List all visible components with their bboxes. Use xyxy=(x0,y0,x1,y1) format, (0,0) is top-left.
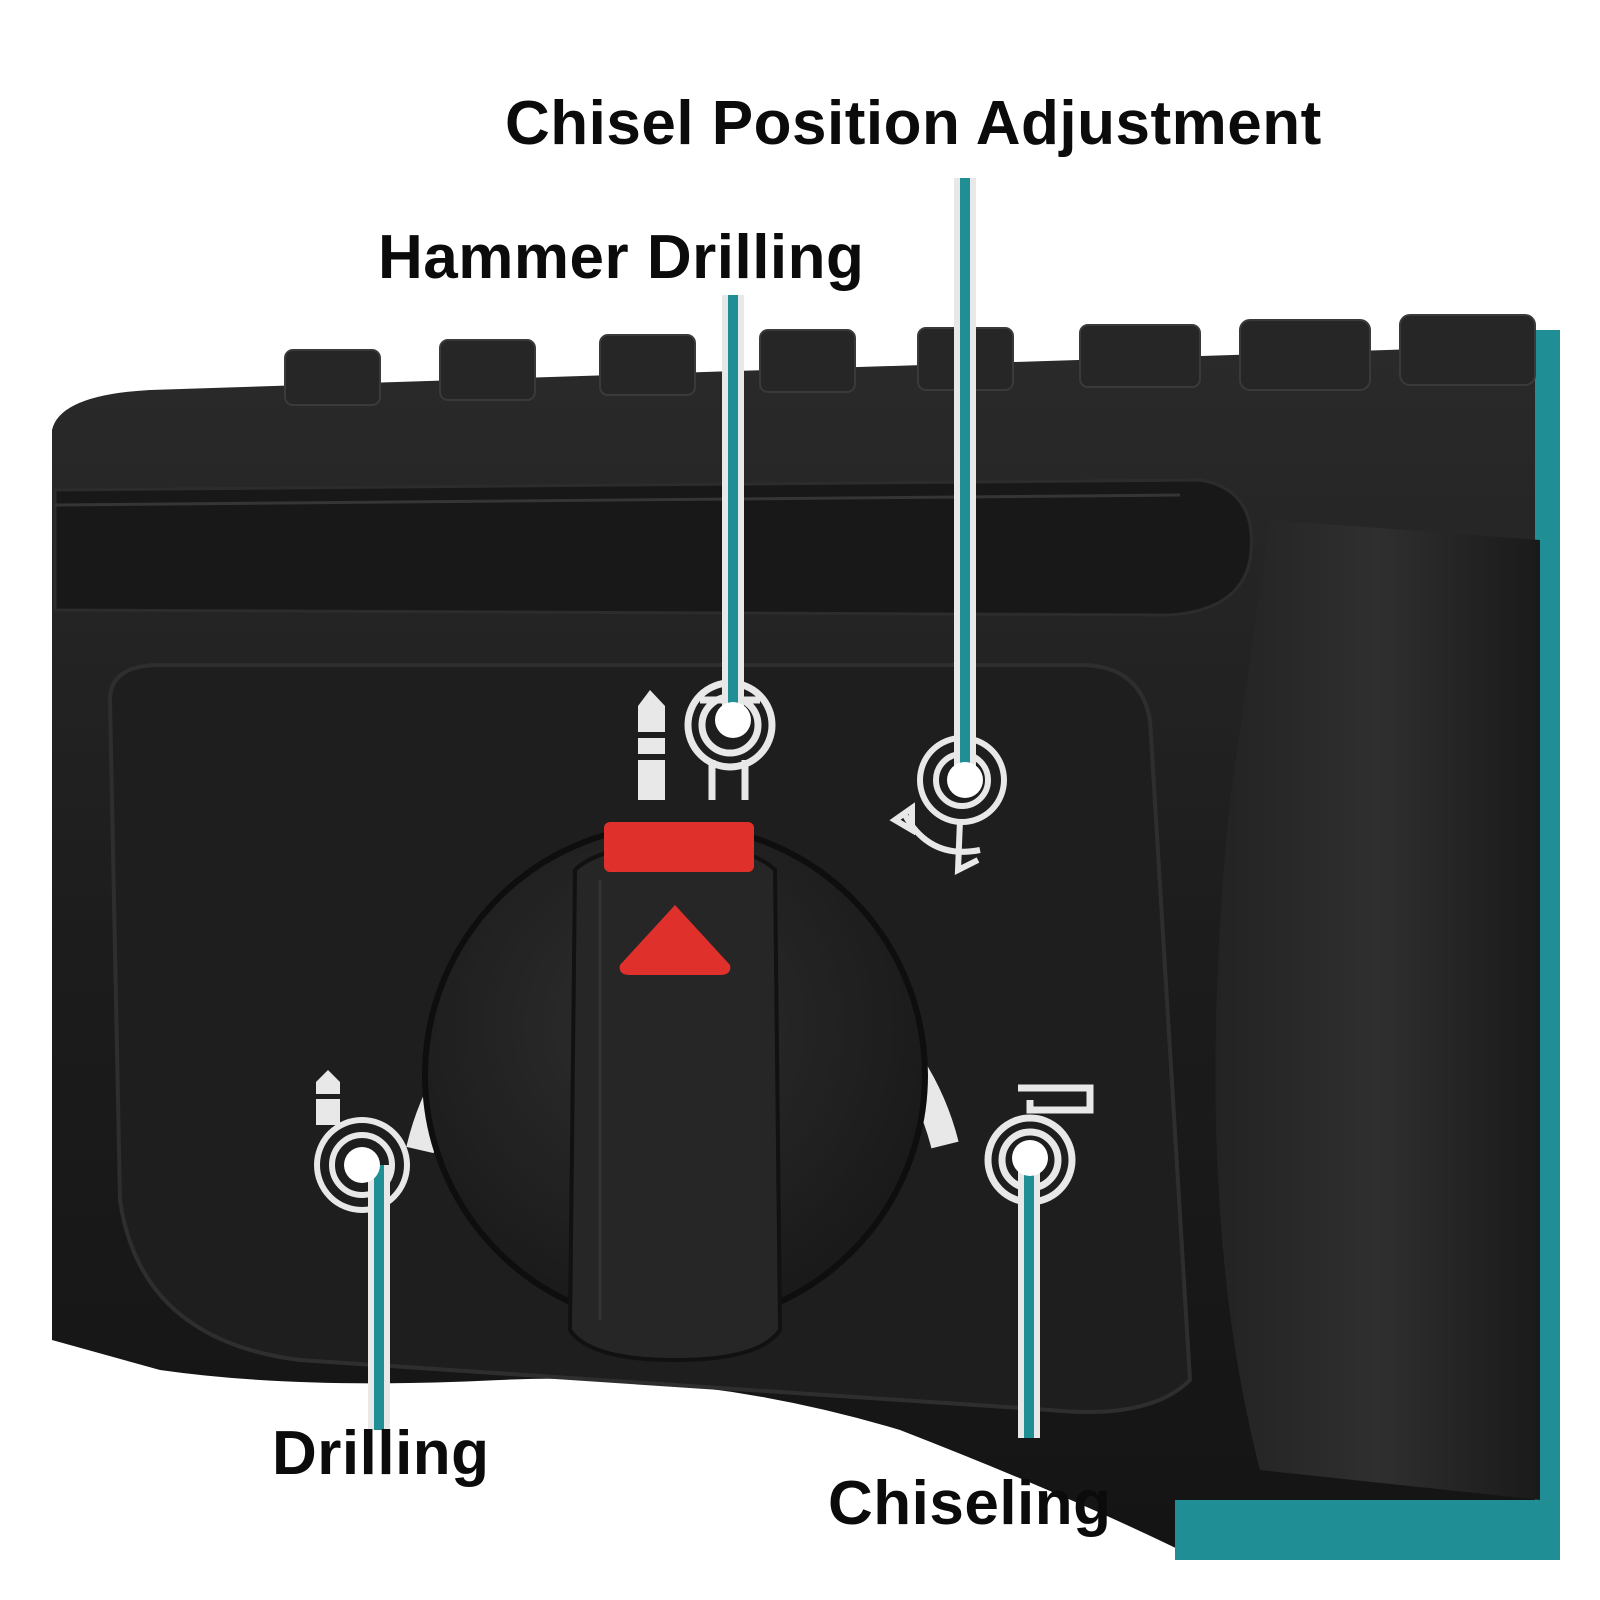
cooling-ribs xyxy=(284,314,1536,406)
callout-chisel-position-adjustment: Chisel Position Adjustment xyxy=(505,89,1322,158)
callout-chiseling: Chiseling xyxy=(828,1469,1112,1538)
drill-bit-icon xyxy=(637,690,667,800)
callout-hammer-drilling: Hammer Drilling xyxy=(378,223,865,292)
arrow-up-icon xyxy=(619,905,731,975)
leader-lines xyxy=(344,178,1048,1438)
mode-selector[interactable] xyxy=(406,822,959,1363)
selector-indicator xyxy=(604,822,754,872)
drill-small-icon xyxy=(315,1070,343,1125)
drilling-ring-icon xyxy=(314,1117,410,1213)
callout-drilling: Drilling xyxy=(272,1419,490,1488)
